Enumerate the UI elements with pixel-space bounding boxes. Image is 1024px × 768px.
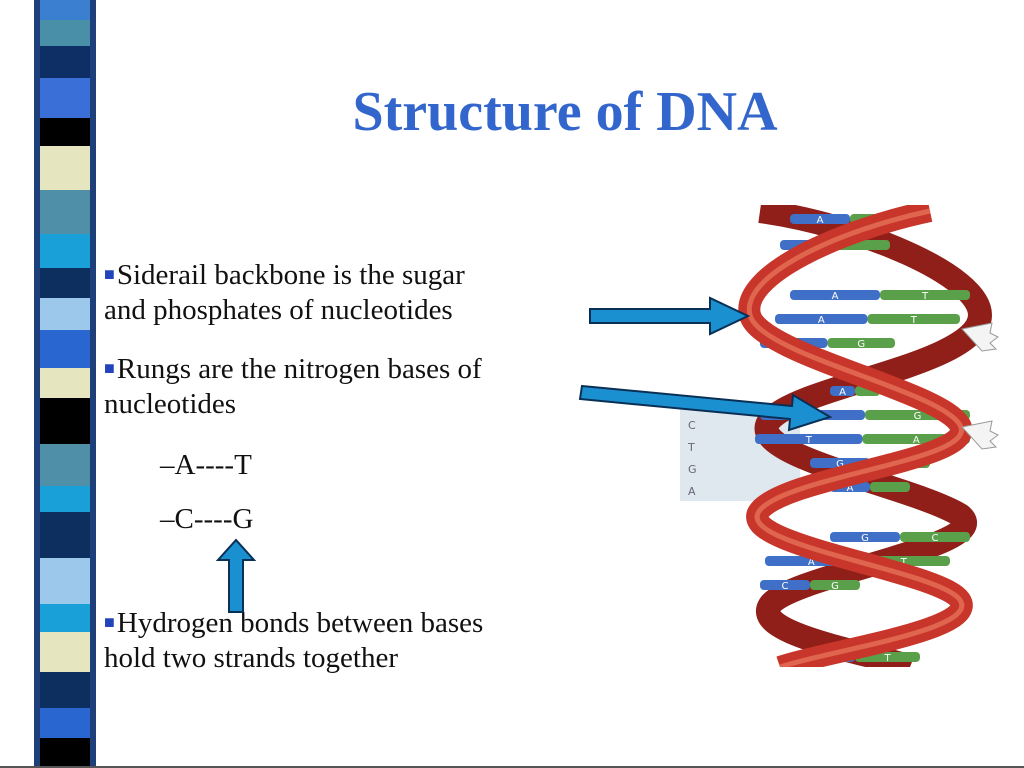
- square-bullet-icon: ■: [104, 358, 115, 378]
- base-letter-label: G: [857, 339, 865, 350]
- base-letter-label: A: [818, 315, 825, 326]
- pointing-hand-icon: [961, 420, 999, 450]
- base-letter-label: A: [808, 557, 815, 568]
- base-letter-label: C: [782, 581, 789, 592]
- bullet-rungs: ■Rungs are the nitrogen bases of nucleot…: [104, 352, 482, 422]
- bullet-text-line2: and phosphates of nucleotides: [104, 293, 453, 326]
- base-letter-label: T: [921, 291, 929, 302]
- bullet-text-line1: Hydrogen bonds between bases: [116, 607, 484, 639]
- base-rung-left: [790, 290, 880, 300]
- base-rung-left: [775, 314, 868, 324]
- base-letter-label: G: [836, 459, 844, 470]
- base-letter-label: A: [817, 215, 824, 226]
- base-letter-label: A: [839, 387, 846, 398]
- pointing-hand-icon: [961, 322, 999, 352]
- bullet-text-line2: hold two strands together: [104, 641, 398, 674]
- bullet-backbone: ■Siderail backbone is the sugar and phos…: [104, 258, 465, 328]
- base-rung-right: [870, 482, 910, 492]
- sequence-letter: C: [688, 419, 696, 432]
- slide-title: Structure of DNA: [352, 81, 778, 143]
- base-rung-right: [867, 314, 960, 324]
- sequence-letter: G: [688, 463, 697, 476]
- arrow-right-icon: [589, 296, 751, 336]
- base-rung-left: [760, 580, 810, 590]
- base-letter-label: T: [900, 557, 908, 568]
- base-letter-label: G: [861, 533, 869, 544]
- base-pair-at: –A----T: [160, 449, 252, 481]
- base-letter-label: T: [883, 653, 891, 664]
- bottom-border: [0, 766, 1024, 768]
- decorative-stripe-bar: [34, 0, 96, 768]
- base-rung-right: [900, 532, 970, 542]
- square-bullet-icon: ■: [104, 612, 115, 632]
- sequence-letter: T: [687, 441, 695, 454]
- base-letter-label: T: [805, 435, 813, 446]
- arrow-right-icon: [578, 384, 833, 432]
- base-letter-label: G: [914, 411, 922, 422]
- base-rung-right: [827, 338, 895, 348]
- base-rung-left: [830, 532, 900, 542]
- arrow-up-icon: [215, 538, 257, 613]
- sequence-letter: A: [688, 485, 696, 498]
- bullet-text-line2: nucleotides: [104, 387, 237, 420]
- base-letter-label: G: [831, 581, 839, 592]
- bullet-text-line1: Rungs are the nitrogen bases of: [116, 353, 482, 385]
- square-bullet-icon: ■: [104, 264, 115, 284]
- stripe-pattern: [34, 0, 96, 768]
- base-rung-left: [790, 214, 850, 224]
- base-letter-label: A: [832, 291, 839, 302]
- bullet-hydrogen-bonds: ■Hydrogen bonds between bases hold two s…: [104, 606, 483, 676]
- base-rung-right: [810, 580, 860, 590]
- base-letter-label: A: [913, 435, 920, 446]
- base-pair-cg: –C----G: [160, 503, 254, 535]
- base-rung-right: [880, 290, 970, 300]
- helix-strand-highlight: [746, 208, 965, 667]
- base-letter-label: C: [932, 533, 939, 544]
- base-rung-left: [755, 434, 863, 444]
- base-letter-label: T: [910, 315, 918, 326]
- base-letter-label: A: [847, 483, 854, 494]
- base-rung-left: [830, 386, 855, 396]
- bullet-text-line1: Siderail backbone is the sugar: [116, 259, 465, 291]
